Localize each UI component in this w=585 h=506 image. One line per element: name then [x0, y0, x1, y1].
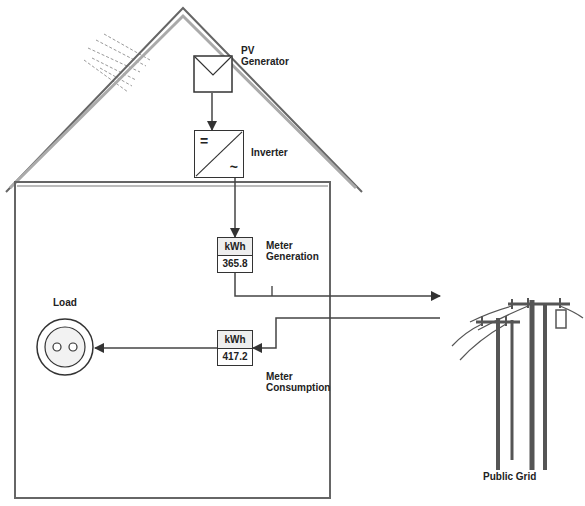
- diagonal-line: [196, 132, 242, 176]
- ac-symbol: ~: [230, 160, 238, 174]
- house-outline: [6, 8, 362, 498]
- meter-unit-cell: kWh: [218, 238, 252, 256]
- meter-label: Meter Consumption: [266, 371, 330, 393]
- pv-panel-symbol: [193, 55, 233, 93]
- socket-inner: [45, 327, 85, 367]
- meter-label: Meter Generation: [266, 240, 319, 262]
- meter-unit: kWh: [224, 334, 245, 345]
- socket-hole: [53, 343, 61, 351]
- connector-arrow: [211, 93, 213, 130]
- meter-reading: 417.2: [222, 351, 247, 362]
- component-label: PV Generator: [241, 45, 289, 67]
- meter-unit: kWh: [224, 241, 245, 252]
- inverter-node: =~Inverter: [194, 130, 244, 178]
- meter-reading-cell: 417.2: [218, 349, 252, 366]
- component-label: Load: [53, 297, 77, 308]
- grid-node: Public Grid: [440, 285, 580, 465]
- power-poles: [452, 298, 583, 470]
- meter-node: kWh417.2Meter Consumption: [217, 330, 253, 366]
- socket-outer: [37, 319, 93, 375]
- meter-unit-cell: kWh: [218, 331, 252, 349]
- component-label: Public Grid: [483, 471, 536, 482]
- dc-symbol: =: [200, 134, 208, 148]
- connector-arrow: [95, 347, 217, 349]
- socket-symbol: [35, 317, 95, 377]
- connector-arrow: [253, 318, 440, 348]
- panel-frame: [194, 56, 232, 92]
- meter-node: kWh365.8Meter Generation: [217, 237, 253, 273]
- component-label: Inverter: [251, 147, 288, 158]
- socket-node: Load: [35, 317, 95, 377]
- connector-arrow: [234, 178, 236, 237]
- meter-reading-cell: 365.8: [218, 256, 252, 273]
- panel-node: PV Generator: [193, 55, 233, 93]
- socket-hole: [69, 343, 77, 351]
- panel-cell-line: [195, 57, 231, 75]
- meter-reading: 365.8: [222, 258, 247, 269]
- connector-arrow: [235, 273, 440, 296]
- wire: [271, 286, 273, 296]
